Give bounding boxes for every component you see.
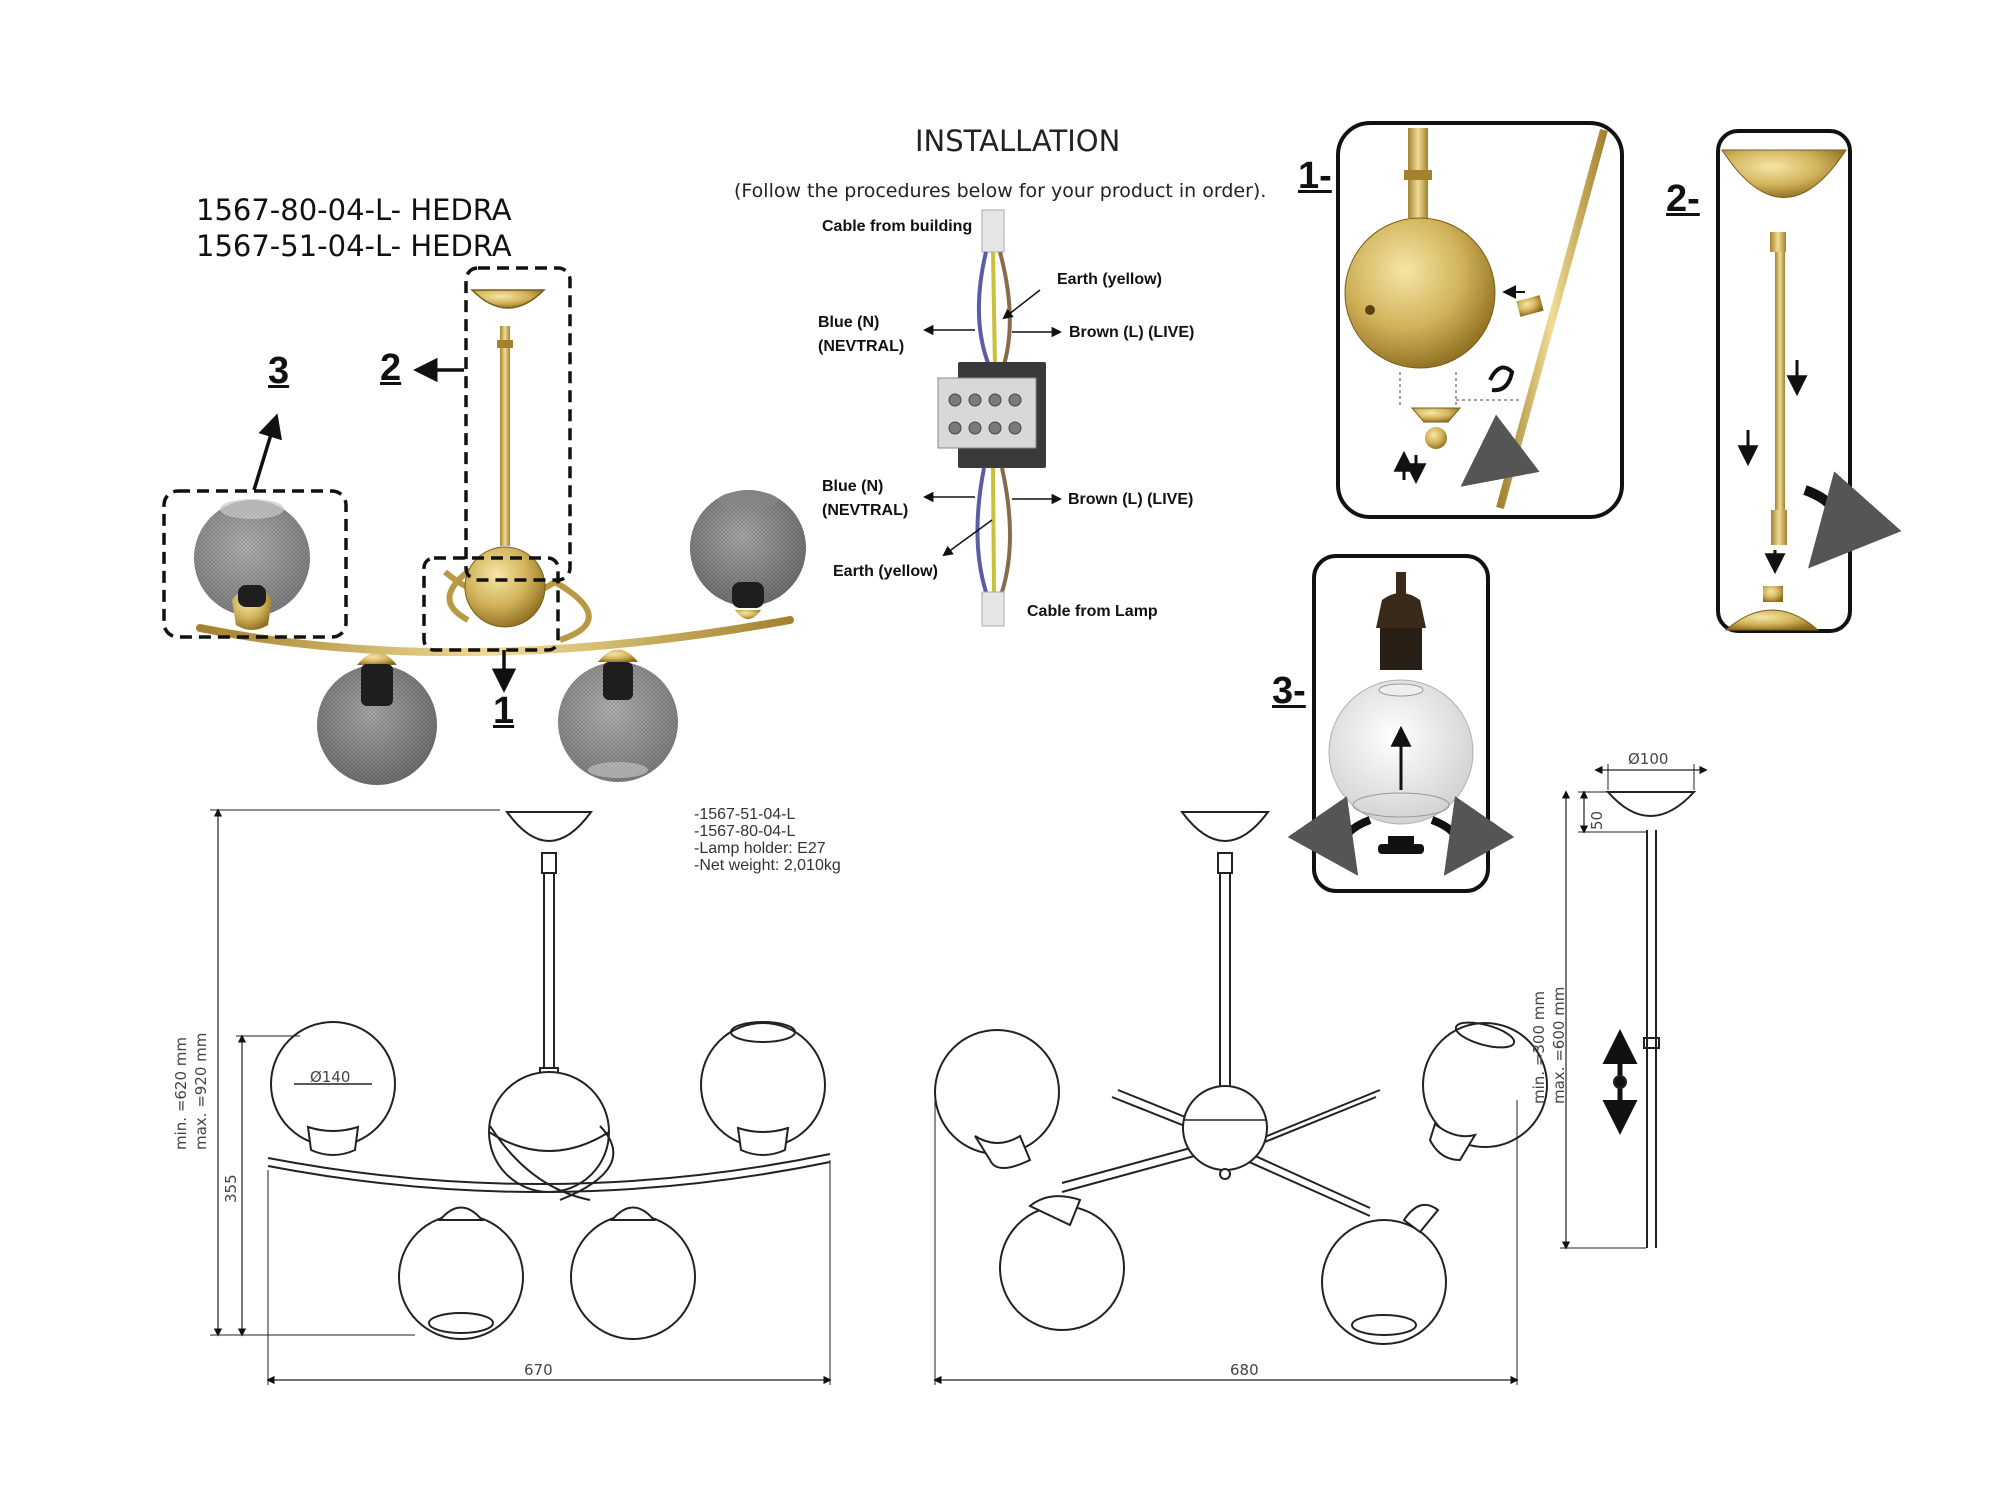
label-brown-top: Brown (L) (LIVE) — [1069, 324, 1195, 341]
dim-globe-diameter: Ø140 — [310, 1068, 351, 1086]
callout-box-2 — [464, 266, 572, 582]
step-1-label: 1- — [1298, 155, 1332, 197]
label-brown-bottom: Brown (L) (LIVE) — [1068, 491, 1194, 508]
callout-box-3 — [162, 489, 348, 639]
step-3-panel — [1287, 554, 1515, 893]
label-cable-from-building: Cable from building — [822, 218, 973, 235]
spec-item: -1567-80-04-L — [694, 823, 796, 840]
wire-yellow-bottom — [991, 467, 996, 593]
label-cable-from-lamp: Cable from Lamp — [1027, 603, 1158, 620]
callout-1-label: 1 — [493, 690, 515, 732]
installation-title: INSTALLATION — [915, 124, 1121, 158]
dim-height-min: min. =620 mm — [172, 1036, 190, 1150]
globe-right-top — [690, 490, 806, 619]
overview-lamp — [162, 266, 806, 785]
step-1-panel — [1336, 121, 1624, 519]
dim-width-front: 670 — [524, 1361, 553, 1379]
model-code-2: 1567-51-04-L- HEDRA — [196, 229, 512, 263]
callout-2-label: 2 — [380, 347, 402, 389]
dim-body-height: 355 — [222, 1174, 240, 1203]
dim-rod-min: min. =300 mm — [1530, 990, 1548, 1104]
spec-item: -Net weight: 2,010kg — [694, 857, 841, 874]
label-blue-bottom: Blue (N) — [822, 478, 884, 495]
dim-width-side: 680 — [1230, 1361, 1259, 1379]
arm-front — [196, 616, 794, 657]
model-code-1: 1567-80-04-L- HEDRA — [196, 193, 512, 227]
wire-brown-bottom — [1000, 467, 1012, 593]
label-neutral-bottom: (NEVTRAL) — [822, 502, 909, 519]
step-2-panel — [1716, 129, 1902, 633]
rod — [500, 326, 510, 546]
callout-3-label: 3 — [268, 350, 290, 392]
wire-yellow-top — [991, 251, 997, 369]
wiring-diagram — [922, 209, 1063, 627]
dim-canopy-height: 50 — [1588, 810, 1606, 830]
globe-bottom-right — [558, 649, 678, 782]
dim-canopy-diameter: Ø100 — [1628, 750, 1669, 768]
center-ball — [464, 546, 546, 628]
step-3-label: 3- — [1272, 670, 1306, 712]
spec-item: -1567-51-04-L — [694, 806, 796, 823]
label-earth-bottom: Earth (yellow) — [833, 563, 938, 580]
wire-blue-top — [976, 251, 992, 369]
globe-left-top — [194, 499, 310, 630]
side-technical-drawing — [933, 811, 1548, 1385]
rod-technical-drawing — [1560, 764, 1708, 1250]
step-2-label: 2- — [1666, 178, 1700, 220]
wire-blue-bottom — [975, 467, 988, 593]
spec-item: -Lamp holder: E27 — [694, 840, 826, 857]
label-blue-top: Blue (N) — [818, 314, 880, 331]
front-technical-drawing — [210, 808, 832, 1385]
installation-subtitle: (Follow the procedures below for your pr… — [734, 180, 1267, 202]
callout-box-1 — [422, 556, 560, 652]
dim-rod-max: max. =600 mm — [1550, 986, 1568, 1104]
spec-list: -1567-51-04-L -1567-80-04-L -Lamp holder… — [694, 806, 841, 874]
dim-height-max: max. =920 mm — [192, 1032, 210, 1150]
globe-bottom-left — [317, 652, 437, 785]
label-neutral-top: (NEVTRAL) — [818, 338, 905, 355]
label-earth-top: Earth (yellow) — [1057, 271, 1162, 288]
canopy — [470, 289, 546, 309]
wire-brown-top — [998, 251, 1012, 369]
